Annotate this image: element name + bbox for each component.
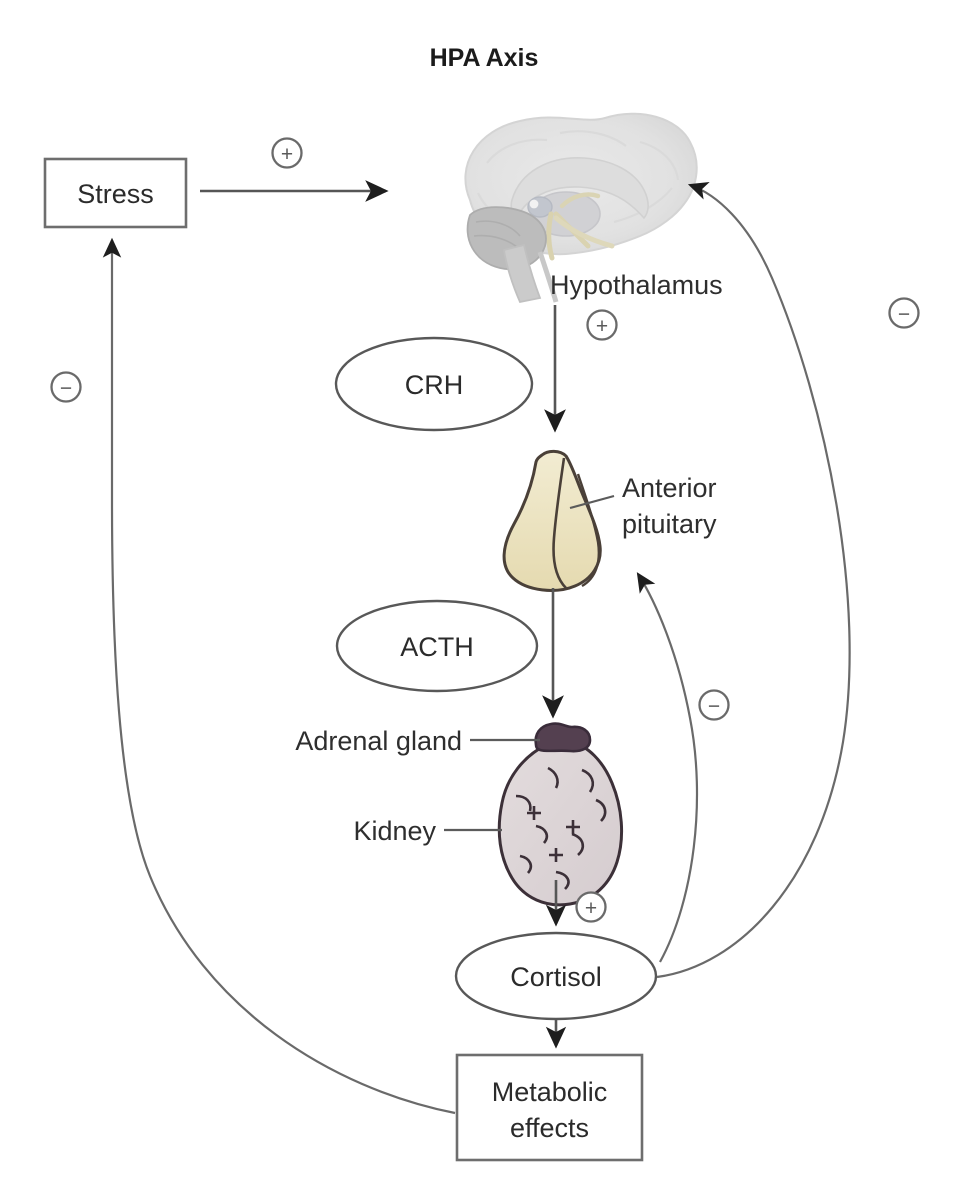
kidney-adrenal-illustration	[497, 722, 624, 907]
edge-stress-to-hypothalamus: +	[200, 137, 389, 202]
anterior-pituitary-label-line2: pituitary	[622, 509, 717, 539]
edge-hypothalamus-to-pituitary: +	[544, 305, 618, 433]
acth-label: ACTH	[400, 632, 474, 662]
edge-adrenal-to-cortisol: +	[545, 880, 607, 927]
acth-ellipse[interactable]	[335, 599, 539, 693]
edge-cortisol-to-brain-negative: −	[656, 182, 920, 979]
hypothalamus-label: Hypothalamus	[550, 270, 723, 300]
plus-sign-icon: +	[596, 315, 608, 338]
sign-stress-to-brain: +	[271, 137, 303, 169]
crh-label: CRH	[405, 370, 464, 400]
cortisol-label: Cortisol	[510, 962, 602, 992]
stress-node[interactable]: Stress	[43, 157, 188, 229]
crh-node[interactable]: CRH	[334, 336, 534, 432]
minus-sign-icon: −	[898, 303, 910, 326]
sign-adrenal-to-cortisol: +	[575, 891, 607, 923]
edge-metabolic-to-stress-negative: −	[50, 237, 456, 1115]
plus-sign-icon: +	[281, 143, 293, 166]
kidney-label-group: Kidney	[353, 816, 502, 846]
edge-cortisol-to-pituitary-negative: −	[636, 572, 730, 963]
plus-sign-icon: +	[585, 897, 597, 920]
hypothalamus-illustration	[464, 112, 698, 304]
stress-box[interactable]	[43, 157, 188, 229]
cortisol-node[interactable]: Cortisol	[454, 931, 658, 1021]
anterior-pituitary-illustration	[502, 449, 602, 592]
sign-hypothalamus-to-pituitary: +	[586, 309, 618, 341]
acth-node[interactable]: ACTH	[335, 599, 539, 693]
page-title: HPA Axis	[430, 44, 539, 72]
stress-label: Stress	[77, 179, 154, 209]
sign-cortisol-to-brain: −	[888, 297, 920, 329]
anterior-pituitary-label-group: Anterior pituitary	[569, 473, 717, 539]
kidney-label: Kidney	[353, 816, 436, 846]
adrenal-gland-label-group: Adrenal gland	[295, 726, 540, 756]
crh-ellipse[interactable]	[334, 336, 534, 432]
anterior-pituitary-label-line1: Anterior	[622, 473, 717, 503]
minus-sign-icon: −	[708, 695, 720, 718]
sign-metabolic-to-stress: −	[50, 371, 82, 403]
metabolic-effects-box[interactable]	[455, 1053, 644, 1162]
metabolic-effects-node[interactable]: Metabolic effects	[455, 1053, 644, 1162]
sign-cortisol-to-pituitary: −	[698, 689, 730, 721]
metabolic-effects-label-line2: effects	[510, 1113, 589, 1143]
adrenal-gland-label: Adrenal gland	[295, 726, 462, 756]
minus-sign-icon: −	[60, 377, 72, 400]
metabolic-effects-label-line1: Metabolic	[492, 1077, 608, 1107]
